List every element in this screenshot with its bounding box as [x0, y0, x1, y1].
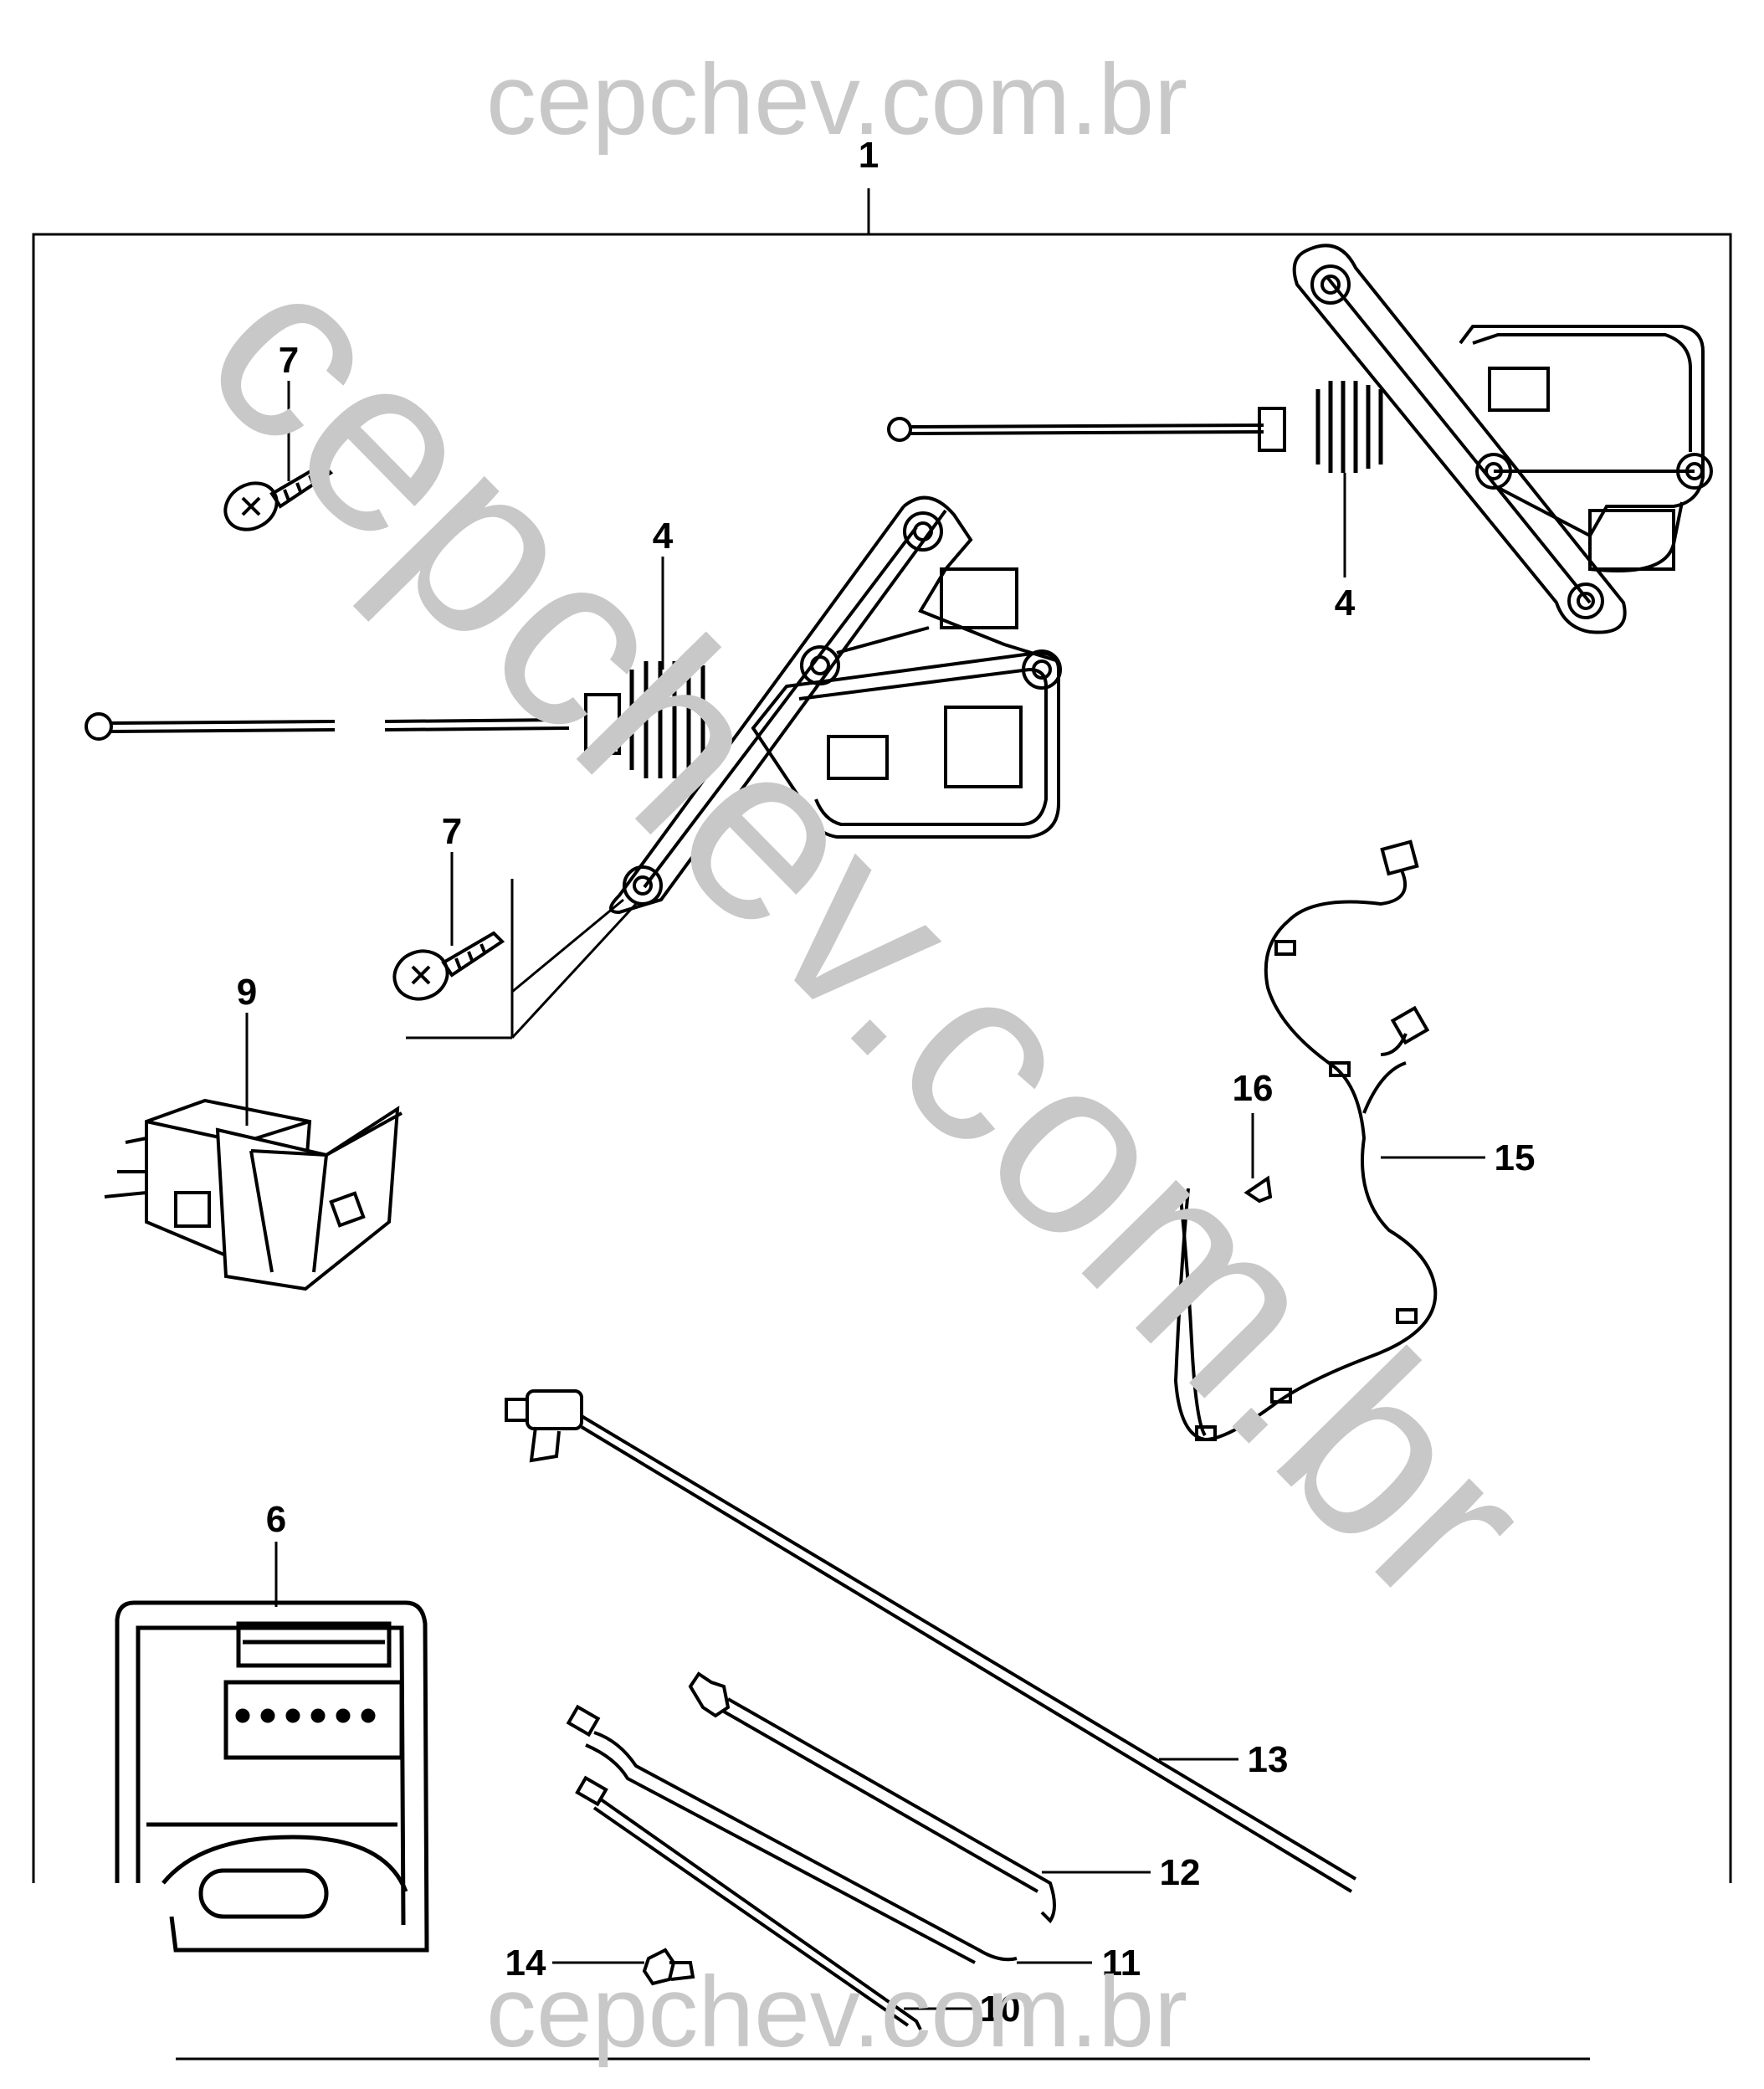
wire-13 — [505, 1389, 1357, 1893]
kit-frame — [32, 188, 1732, 1883]
callout-1: 1 — [859, 135, 879, 176]
callout-15: 15 — [1495, 1137, 1536, 1178]
clip-16 — [1244, 1175, 1273, 1204]
callout-7-bottom: 7 — [442, 811, 462, 852]
watermark-top: cepchev.com.br — [486, 44, 1187, 156]
switch-9 — [104, 1098, 403, 1291]
tie-strap-12 — [688, 1671, 1056, 1924]
callout-14: 14 — [505, 1943, 546, 1984]
mounting-bracket-lines — [406, 879, 638, 1039]
control-module-6 — [115, 1600, 429, 1953]
callout-10: 10 — [980, 1989, 1021, 2030]
callout-16: 16 — [1233, 1068, 1274, 1109]
screw-7-top — [223, 462, 334, 531]
tie-strap-10 — [575, 1775, 922, 2030]
bolt-14 — [642, 1948, 695, 1986]
tie-strap-11 — [566, 1704, 1018, 1964]
callout-6: 6 — [266, 1499, 286, 1540]
callout-7-top: 7 — [279, 340, 299, 381]
wiring-harness-15 — [1173, 839, 1438, 1442]
callout-11: 11 — [1102, 1943, 1141, 1984]
callout-13: 13 — [1248, 1739, 1289, 1780]
callout-4-right: 4 — [1335, 583, 1356, 624]
door-lock-actuator-left — [85, 495, 1062, 915]
door-lock-actuator-right — [887, 244, 1713, 634]
watermark-bottom: cepchev.com.br — [486, 1956, 1187, 2068]
callout-12: 12 — [1160, 1852, 1201, 1893]
screw-7-bottom — [392, 931, 505, 1001]
callout-9: 9 — [237, 972, 257, 1013]
callout-4-left: 4 — [653, 516, 674, 557]
